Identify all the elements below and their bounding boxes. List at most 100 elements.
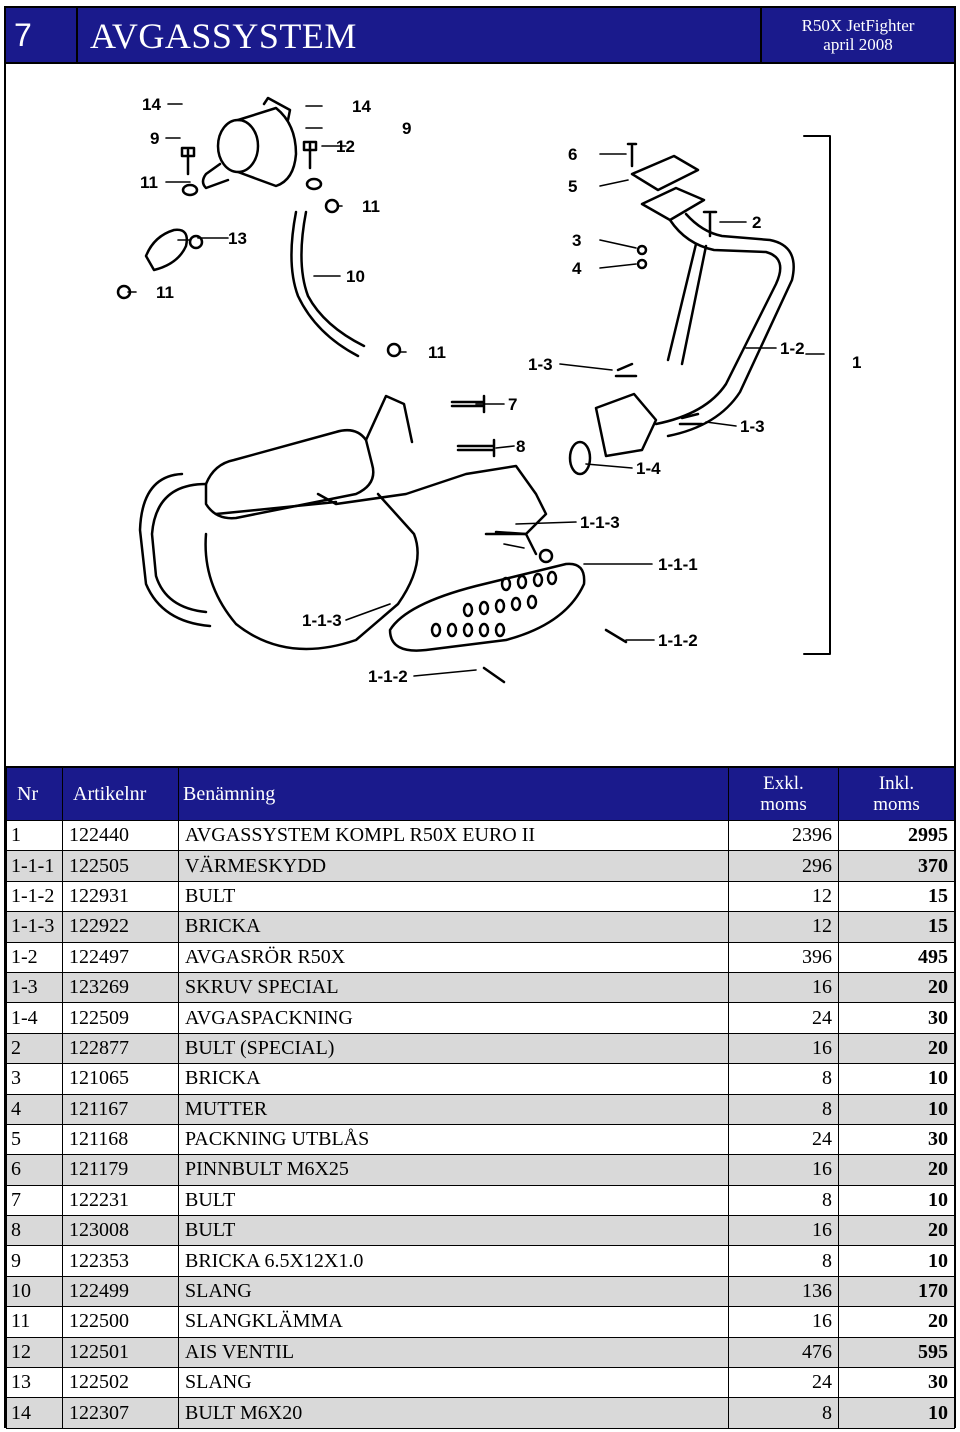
part-number-cell: 2 <box>6 1032 63 1065</box>
article-number-cell: 122509 <box>62 1002 179 1034</box>
callout-label: 1-1-3 <box>302 611 342 630</box>
callout-label: 9 <box>402 119 411 138</box>
exploded-view-diagram: 14 9 11 13 11 14 12 9 11 10 11 6 5 3 4 2… <box>6 64 954 764</box>
description-cell: AVGASPACKNING <box>178 1002 729 1034</box>
callout-label: 1-1-2 <box>658 631 698 650</box>
price-excl-vat-cell: 16 <box>728 1032 839 1065</box>
part-number-cell: 1-1-2 <box>6 880 63 913</box>
parts-page: 7 AVGASSYSTEM R50X JetFighter april 2008 <box>4 6 956 1429</box>
callout-label: 2 <box>752 213 761 232</box>
description-cell: BULT (SPECIAL) <box>178 1032 729 1065</box>
parts-table: Nr Artikelnr Benämning Exkl. moms Inkl. … <box>6 766 955 1429</box>
price-incl-vat-cell: 495 <box>838 941 955 973</box>
gasket-5 <box>630 154 700 192</box>
callout-label: 1-3 <box>528 355 553 374</box>
part-number-cell: 4 <box>6 1093 63 1125</box>
description-cell: PINNBULT M6X25 <box>178 1154 729 1186</box>
description-cell: BRICKA <box>178 1063 729 1095</box>
part-number-cell: 1-4 <box>6 1002 63 1034</box>
screw-1-3-upper <box>614 362 638 378</box>
description-cell: SLANGKLÄMMA <box>178 1306 729 1338</box>
price-excl-vat-cell: 12 <box>728 880 839 913</box>
callout-label: 5 <box>568 177 577 196</box>
article-number-cell: 122877 <box>62 1032 179 1065</box>
article-number-cell: 122307 <box>62 1397 179 1429</box>
price-incl-vat-cell: 10 <box>838 1063 955 1095</box>
muffler-assembly <box>138 394 554 651</box>
edition-date: april 2008 <box>823 35 893 54</box>
callout-label: 1-1-1 <box>658 555 698 574</box>
clamp-11-d <box>386 342 402 358</box>
washer-9-left <box>181 183 199 197</box>
price-incl-vat-cell: 20 <box>838 1306 955 1338</box>
bolt-1-1-2-left <box>482 666 506 684</box>
callout-label: 1-3 <box>740 417 765 436</box>
callout-label: 11 <box>428 343 446 362</box>
article-number-cell: 122502 <box>62 1367 179 1399</box>
price-incl-vat-cell: 10 <box>838 1184 955 1217</box>
price-incl-vat-cell: 30 <box>838 1123 955 1156</box>
callout-label: 1-1-3 <box>580 513 620 532</box>
model-info: R50X JetFighter april 2008 <box>760 8 954 62</box>
part-number-cell: 13 <box>6 1367 63 1399</box>
col-header-inkl-line1: Inkl. <box>878 773 915 794</box>
part-number-cell: 1-2 <box>6 941 63 973</box>
col-header-artikelnr: Artikelnr <box>62 766 179 821</box>
price-incl-vat-cell: 20 <box>838 1032 955 1065</box>
price-excl-vat-cell: 24 <box>728 1367 839 1399</box>
price-incl-vat-cell: 20 <box>838 1215 955 1247</box>
price-incl-vat-cell: 15 <box>838 880 955 913</box>
article-number-cell: 122231 <box>62 1184 179 1217</box>
price-excl-vat-cell: 8 <box>728 1245 839 1277</box>
price-incl-vat-cell: 30 <box>838 1002 955 1034</box>
bolt-14-left <box>180 146 196 176</box>
callout-labels: 14 9 11 13 11 14 12 9 11 10 11 6 5 3 4 2… <box>140 95 861 686</box>
exhaust-pipe-1-2 <box>640 186 795 438</box>
price-incl-vat-cell: 30 <box>838 1367 955 1399</box>
washer-3 <box>636 244 648 256</box>
description-cell: BULT M6X20 <box>178 1397 729 1429</box>
price-excl-vat-cell: 16 <box>728 1215 839 1247</box>
price-excl-vat-cell: 12 <box>728 911 839 943</box>
part-number-cell: 7 <box>6 1184 63 1217</box>
exhaust-system-drawing: 14 9 11 13 11 14 12 9 11 10 11 6 5 3 4 2… <box>116 95 861 686</box>
price-excl-vat-cell: 16 <box>728 971 839 1004</box>
price-incl-vat-cell: 10 <box>838 1397 955 1429</box>
price-excl-vat-cell: 24 <box>728 1123 839 1156</box>
col-header-nr: Nr <box>6 766 63 821</box>
article-number-cell: 122353 <box>62 1245 179 1277</box>
section-title: AVGASSYSTEM <box>90 16 357 56</box>
price-incl-vat-cell: 370 <box>838 850 955 882</box>
price-incl-vat-cell: 2995 <box>838 819 955 852</box>
description-cell: VÄRMESKYDD <box>178 850 729 882</box>
callout-label: 11 <box>140 173 158 192</box>
callout-label: 4 <box>572 259 582 278</box>
heat-shield-1-1-1 <box>388 562 586 652</box>
part-number-cell: 8 <box>6 1215 63 1247</box>
part-number-cell: 1-1-3 <box>6 911 63 943</box>
article-number-cell: 122505 <box>62 850 179 882</box>
bolt-1-1-2-right <box>604 628 628 644</box>
part-number-cell: 6 <box>6 1154 63 1186</box>
nut-4 <box>636 258 648 270</box>
bolt-14-right <box>302 140 318 170</box>
callout-label: 11 <box>362 197 380 216</box>
model-name: R50X JetFighter <box>801 16 915 35</box>
callout-label: 11 <box>156 283 174 302</box>
price-incl-vat-cell: 595 <box>838 1336 955 1369</box>
article-number-cell: 123269 <box>62 971 179 1004</box>
